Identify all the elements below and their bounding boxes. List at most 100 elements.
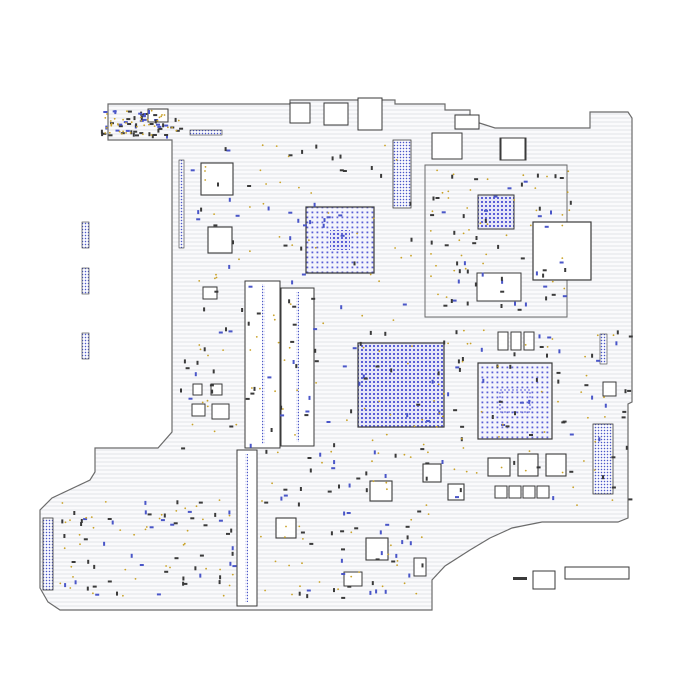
test-point-icon <box>611 499 614 501</box>
passive-component-icon <box>130 130 133 135</box>
passive-component-icon <box>514 301 516 306</box>
passive-component-icon <box>92 585 97 588</box>
test-point-icon <box>215 276 218 279</box>
test-point-icon <box>274 560 277 563</box>
test-point-icon <box>458 239 461 242</box>
test-point-icon <box>207 354 209 357</box>
test-point-icon <box>390 544 392 547</box>
test-point-icon <box>546 346 549 348</box>
test-point-icon <box>580 391 583 393</box>
passive-component-icon <box>265 449 268 454</box>
test-point-icon <box>238 258 240 261</box>
passive-component-icon <box>283 244 288 247</box>
test-point-icon <box>394 247 396 249</box>
test-point-icon <box>284 536 286 539</box>
test-point-icon <box>430 275 432 278</box>
test-point-icon <box>435 425 438 428</box>
test-point-icon <box>104 501 107 503</box>
passive-component-icon <box>452 299 457 302</box>
passive-component-icon <box>339 154 342 159</box>
passive-component-icon <box>484 218 487 223</box>
passive-component-icon <box>380 173 383 178</box>
passive-component-icon <box>340 530 345 533</box>
test-point-icon <box>249 349 252 351</box>
passive-component-icon <box>267 206 270 211</box>
passive-component-icon <box>425 462 430 465</box>
test-point-icon <box>441 415 444 418</box>
passive-component-icon <box>140 113 145 116</box>
test-point-icon <box>191 423 194 426</box>
passive-component-icon <box>545 296 548 301</box>
passive-component-icon <box>181 447 186 450</box>
passive-component-icon <box>544 225 549 228</box>
passive-component-icon <box>459 488 462 493</box>
test-point-icon <box>524 344 527 346</box>
test-point-icon <box>259 169 262 172</box>
test-point-icon <box>566 191 569 194</box>
test-point-icon <box>110 124 113 127</box>
passive-component-icon <box>562 420 567 423</box>
passive-component-icon <box>307 457 312 459</box>
gpu-ic-small <box>431 132 463 160</box>
passive-component-icon <box>402 303 407 306</box>
test-point-icon <box>396 560 399 562</box>
passive-component-icon <box>143 113 146 117</box>
passive-component-icon <box>297 218 300 223</box>
test-points-layer <box>59 109 615 597</box>
passive-component-icon <box>539 346 544 348</box>
passive-component-icon <box>301 149 304 154</box>
test-point-icon <box>158 517 161 520</box>
passive-component-icon <box>156 123 160 126</box>
passive-component-icon <box>628 335 633 338</box>
passive-component-icon <box>426 420 430 423</box>
test-point-icon <box>378 350 381 353</box>
passive-component-icon <box>456 261 459 266</box>
passive-component-icon <box>144 500 147 505</box>
passive-component-icon <box>309 542 314 545</box>
passive-component-icon <box>326 216 331 219</box>
passive-component-icon <box>520 182 523 187</box>
test-point-icon <box>462 232 465 235</box>
passive-component-icon <box>500 304 503 308</box>
passive-component-icon <box>209 384 214 387</box>
passive-component-icon <box>551 293 556 296</box>
passive-component-icon <box>472 242 477 245</box>
offboard-connector <box>564 566 630 580</box>
passive-component-icon <box>301 273 306 276</box>
ic-lower-c <box>365 537 389 561</box>
test-point-icon <box>302 538 304 540</box>
passive-component-icon <box>232 240 234 245</box>
passive-component-icon <box>300 531 305 534</box>
passive-component-icon <box>182 581 185 586</box>
passive-component-icon <box>455 496 459 499</box>
passive-component-icon <box>557 379 560 384</box>
passive-component-icon <box>185 367 190 370</box>
test-point-icon <box>377 452 380 455</box>
passive-component-icon <box>333 443 336 448</box>
ic-lower-f <box>517 453 539 477</box>
memory-slot-a-pins <box>262 284 265 444</box>
offboard-left-connector-3 <box>81 332 90 360</box>
passive-component-icon <box>203 347 206 352</box>
right-small-header <box>599 333 608 365</box>
passive-component-icon <box>73 511 76 515</box>
passive-component-icon <box>232 565 237 568</box>
passive-component-icon <box>111 520 114 525</box>
test-point-icon <box>160 115 163 118</box>
test-point-icon <box>438 412 441 414</box>
test-point-icon <box>161 114 163 116</box>
test-point-icon <box>392 319 395 321</box>
passive-component-icon <box>441 211 446 214</box>
passive-component-icon <box>229 425 234 428</box>
passive-component-icon <box>148 110 150 114</box>
passive-component-icon <box>463 261 466 266</box>
test-point-icon <box>150 134 153 136</box>
test-point-icon <box>296 389 298 392</box>
test-point-icon <box>235 423 238 426</box>
passive-component-icon <box>151 134 154 139</box>
passive-component-icon <box>406 413 409 418</box>
test-point-icon <box>90 516 93 518</box>
passive-component-icon <box>430 240 433 245</box>
ic-left-small <box>202 286 218 300</box>
test-point-icon <box>106 113 108 115</box>
